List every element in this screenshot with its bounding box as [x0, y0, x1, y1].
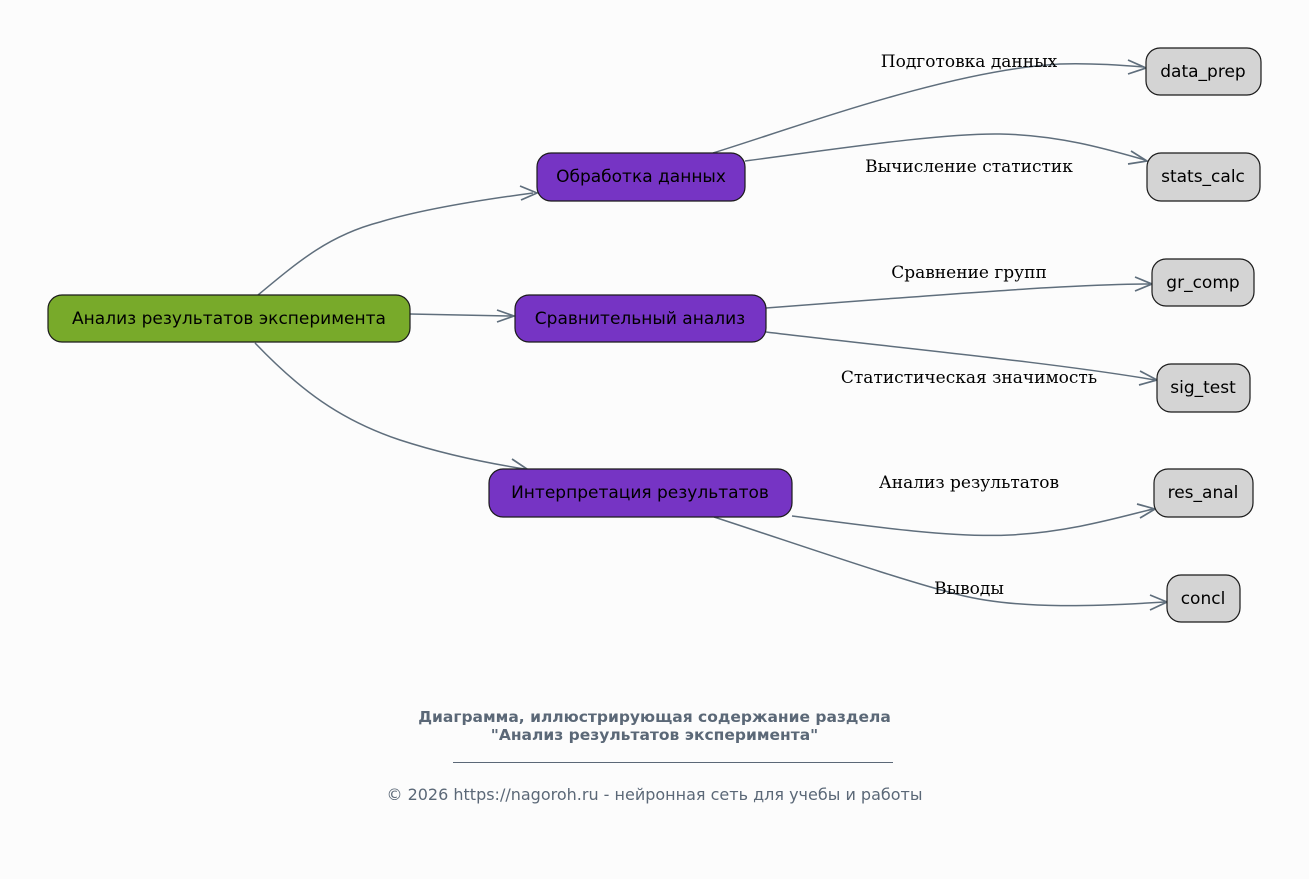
branch-node-label: Сравнительный анализ [535, 309, 745, 329]
branch-node-comparative[interactable]: Сравнительный анализ [514, 294, 767, 343]
edge-label-stats_calc: Вычисление статистик [865, 157, 1073, 177]
branch-node-box [536, 152, 746, 202]
edge-label-data_prep: Подготовка данных [881, 52, 1058, 72]
leaf-node-box [1166, 574, 1241, 623]
edge-label-gr_comp: Сравнение групп [891, 263, 1047, 283]
leaf-node-label: res_anal [1168, 483, 1239, 503]
branch-node-box [488, 468, 793, 518]
leaf-node-label: data_prep [1160, 62, 1245, 82]
root-node-box [47, 294, 411, 343]
leaf-node-label: gr_comp [1166, 273, 1239, 293]
branch-node-processing[interactable]: Обработка данных [536, 152, 746, 202]
leaf-node-label: sig_test [1170, 378, 1236, 398]
edge-to-gr_comp [765, 283, 1151, 309]
root-node-label: Анализ результатов эксперимента [72, 309, 386, 329]
leaf-node-box [1145, 47, 1262, 96]
branch-node-label: Интерпретация результатов [511, 483, 769, 503]
edge-to-stats_calc [744, 133, 1146, 162]
leaf-node-stats_calc[interactable]: stats_calc [1146, 152, 1261, 202]
arrow-head [519, 185, 540, 201]
leaf-node-gr_comp[interactable]: gr_comp [1151, 258, 1255, 307]
arrow-head [496, 309, 517, 323]
caption-title-line-1: Диаграмма, иллюстрирующая содержание раз… [418, 708, 891, 726]
leaf-node-data_prep[interactable]: data_prep [1145, 47, 1262, 96]
edge-labels: Подготовка данных Вычисление статистик С… [841, 52, 1097, 599]
branch-node-label: Обработка данных [556, 167, 726, 187]
leaf-node-label: concl [1181, 589, 1226, 609]
leaf-node-box [1156, 363, 1251, 413]
arrow-head [1127, 150, 1150, 165]
leaf-node-label: stats_calc [1161, 167, 1245, 187]
edge-root-to-processing [257, 192, 534, 296]
edges-leaves [712, 59, 1170, 611]
branch-node-box [514, 294, 767, 343]
diagram-caption: Диаграмма, иллюстрирующая содержание раз… [0, 708, 1309, 744]
copyright-text: © 2026 https://nagoroh.ru - нейронная се… [386, 785, 923, 804]
edge-to-data_prep [712, 62, 1145, 154]
edge-to-sig_test [765, 331, 1156, 381]
leaf-node-box [1151, 258, 1255, 307]
leaf-node-box [1146, 152, 1261, 202]
edge-label-concl: Выводы [934, 579, 1004, 599]
root-node[interactable]: Анализ результатов эксперимента [47, 294, 411, 343]
edge-to-concl [713, 516, 1166, 607]
branch-node-interpretation[interactable]: Интерпретация результатов [488, 468, 793, 518]
leaf-node-sig_test[interactable]: sig_test [1156, 363, 1251, 413]
caption-divider [453, 762, 893, 763]
edge-label-res_anal: Анализ результатов [879, 473, 1059, 493]
edge-root-to-interpretation [254, 342, 526, 470]
edge-to-res_anal [791, 508, 1154, 537]
edge-root-to-comparative [409, 313, 513, 317]
leaf-node-res_anal[interactable]: res_anal [1153, 468, 1254, 518]
leaf-node-concl[interactable]: concl [1166, 574, 1241, 623]
caption-title-line-2: "Анализ результатов эксперимента" [490, 726, 819, 744]
leaf-node-box [1153, 468, 1254, 518]
edge-label-sig_test: Статистическая значимость [841, 368, 1097, 388]
